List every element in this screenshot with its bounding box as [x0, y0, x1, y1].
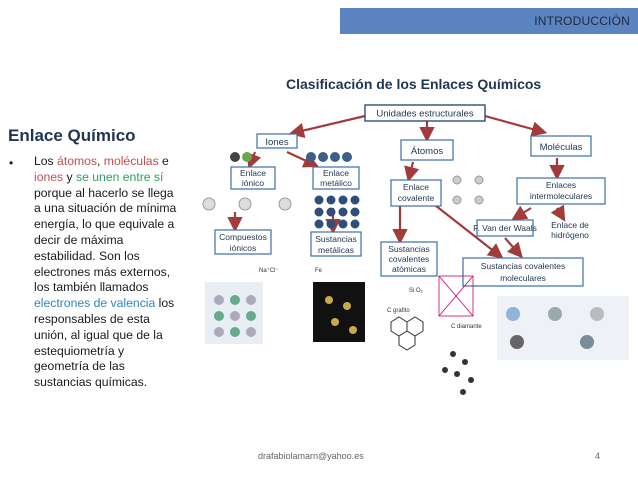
fe-crystal-image: [313, 282, 365, 342]
node-atomos: [400, 139, 454, 161]
label-c-diamante: C diamante: [451, 324, 482, 330]
molecular-substances-image: [497, 296, 629, 360]
diamond-image: [442, 351, 474, 395]
label-enlace-ionico-2: iónico: [242, 178, 264, 188]
slide-title: Clasificación de los Enlaces Químicos: [286, 76, 542, 92]
keyword-electrones-valencia: electrones de valencia: [34, 296, 156, 311]
bullet-text: Los átomos, moléculas e iones y se unen …: [34, 154, 180, 391]
text-run: ,: [97, 154, 104, 168]
label-enlace-metalico-1: Enlace: [323, 168, 349, 178]
arrow-to-sust-cov-mol-b: [504, 237, 523, 259]
label-c-grafito: C grafito: [387, 308, 410, 314]
node-enlaces-intermoleculares: [516, 177, 606, 205]
node-unidades-estructurales: [364, 104, 486, 122]
ion-symbols: [230, 152, 352, 162]
label-sust-metalicas-1: Sustancias: [315, 234, 357, 244]
node-enlace-covalente: [390, 179, 442, 207]
text-run: e: [158, 154, 169, 168]
arrow-to-enlace-hidrogeno: [550, 204, 566, 222]
node-compuestos-ionicos: [214, 229, 272, 255]
keyword-moleculas: moléculas: [103, 154, 159, 168]
node-iones: [256, 133, 298, 149]
text-run: los responsables de esta unión, al igual…: [34, 296, 175, 390]
label-enlaces-inter-2: intermoleculares: [530, 191, 592, 201]
label-enlace-metalico-2: metálico: [320, 178, 352, 188]
sio2-lattice-image: [438, 275, 474, 317]
node-sustancias-metalicas: [310, 231, 362, 257]
text-run: porque al hacerlo se llega a una situaci…: [34, 185, 177, 295]
label-sust-cov-atom-3: atómicas: [392, 264, 426, 274]
covalent-atoms-illustration: [452, 175, 484, 205]
bullet-marker: •: [9, 156, 14, 170]
keyword-atomos: átomos: [57, 154, 98, 168]
node-moleculas: [530, 135, 592, 157]
arrow-to-sust-cov-mol-a: [430, 201, 504, 259]
node-enlace-metalico: [312, 166, 360, 190]
label-sust-cov-mol-1: Sustancias covalentes: [481, 261, 566, 271]
arrow-to-van-der-waals: [511, 205, 532, 221]
label-compuestos-1: Compuestos: [219, 232, 267, 242]
metallic-lattice-illustration: [314, 195, 360, 229]
label-moleculas: Moléculas: [540, 142, 583, 153]
page-number: 4: [595, 451, 601, 461]
section-banner: INTRODUCCIÓN: [340, 8, 638, 34]
label-atomos: Átomos: [411, 146, 443, 157]
section-label: INTRODUCCIÓN: [534, 14, 630, 28]
label-iones: Iones: [265, 137, 288, 148]
label-sust-metalicas-2: metálicas: [318, 245, 354, 255]
label-unidades-estructurales: Unidades estructurales: [376, 109, 473, 120]
footer-email: drafabiolamarn@yahoo.es: [258, 451, 364, 461]
label-compuestos-2: iónicos: [230, 243, 256, 253]
label-enlace-ionico-1: Enlace: [240, 168, 266, 178]
label-sust-cov-mol-2: moleculares: [500, 273, 546, 283]
label-sust-cov-atom-2: covalentes: [389, 254, 430, 264]
label-enlace-hidrogeno-1: Enlace de: [551, 220, 589, 230]
label-van-der-waals: F. Van der Waals: [473, 223, 537, 233]
node-sust-cov-atomicas: [380, 241, 438, 277]
arrow-to-enlace-metalico: [286, 151, 319, 168]
graphite-image: [390, 316, 424, 351]
node-van-der-waals: [476, 219, 534, 237]
bond-classification-diagram: Unidades estructurales Iones Átomos Molé…: [202, 104, 629, 395]
keyword-iones: iones: [34, 169, 64, 184]
arrow-to-enlace-ionico: [246, 151, 262, 170]
label-fe: Fe: [315, 268, 323, 274]
label-sio2: Si O₂: [409, 288, 424, 294]
node-sust-cov-moleculares: [462, 257, 584, 287]
node-enlace-ionico: [230, 166, 276, 190]
label-enlaces-inter-1: Enlaces: [546, 180, 576, 190]
label-enlace-covalente-1: Enlace: [403, 182, 429, 192]
text-run: y: [63, 169, 77, 184]
text-run: Los: [34, 154, 58, 168]
arrow-to-moleculas: [484, 114, 548, 137]
label-nacl: Na⁺Cl⁻: [259, 267, 279, 274]
label-enlace-covalente-2: covalente: [398, 193, 435, 203]
keyword-se-unen: se unen entre sí: [76, 169, 164, 184]
ionic-bond-illustration: [202, 197, 292, 211]
label-enlace-hidrogeno-2: hidrógeno: [551, 230, 589, 240]
left-heading: Enlace Químico: [8, 126, 136, 145]
nacl-crystal-image: [205, 282, 263, 344]
label-sust-cov-atom-1: Sustancias: [388, 244, 430, 254]
arrow-to-enlace-covalente: [404, 161, 420, 183]
arrow-to-iones: [288, 114, 366, 138]
